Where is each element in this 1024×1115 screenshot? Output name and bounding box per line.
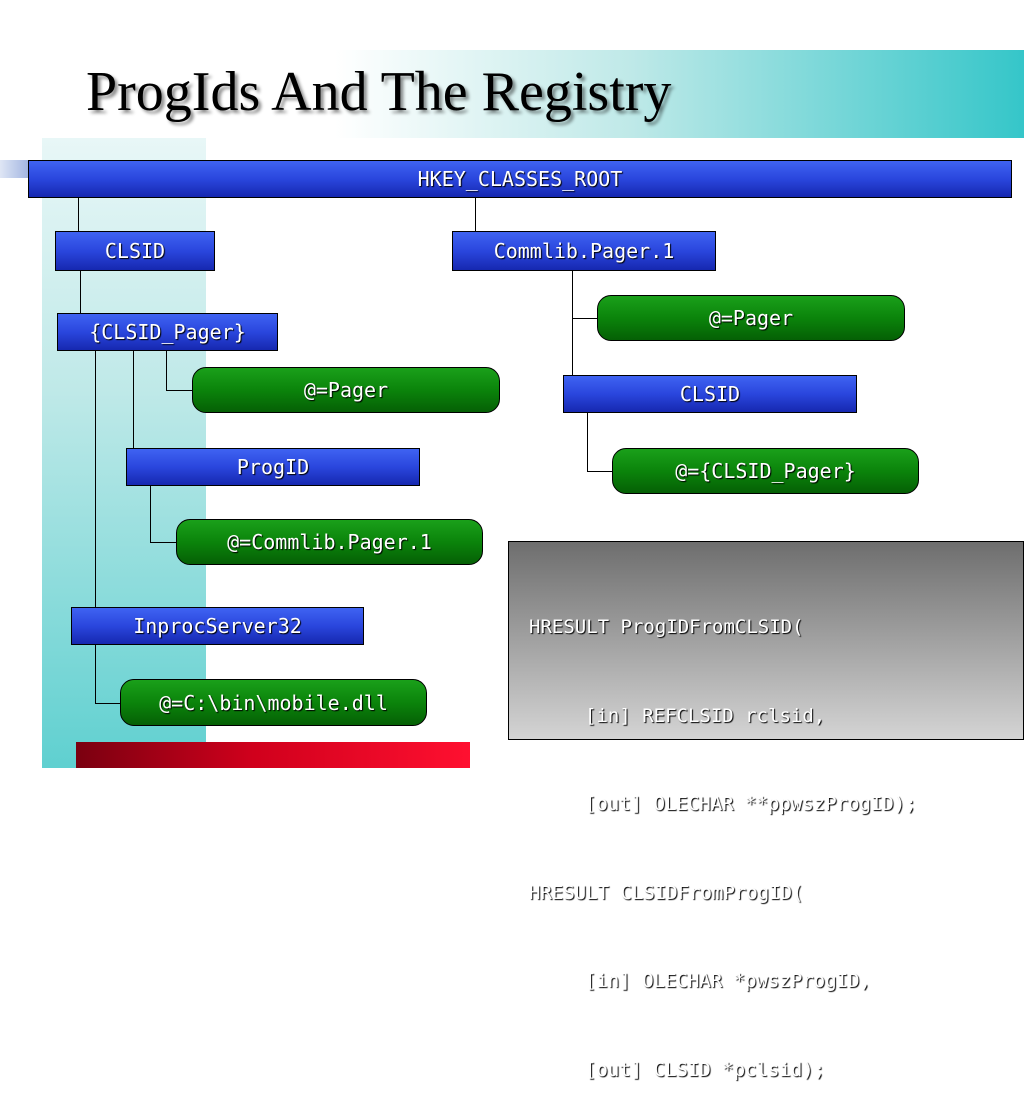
progid-default-value: @=Commlib.Pager.1 [176,519,483,565]
title-banner [40,50,1024,138]
inprocserver32-default-value: @=C:\bin\mobile.dll [120,679,427,726]
commlib-pager-default-value: @=Pager [597,295,905,341]
clsid-key: CLSID [55,231,215,271]
inprocserver32-key: InprocServer32 [71,607,364,645]
connector [95,645,96,703]
clsid-pager-default-value: @=Pager [192,367,500,413]
connector [475,198,476,231]
commlib-clsid-key: CLSID [563,375,857,413]
connector [95,350,96,607]
connector [80,270,81,313]
connector [587,471,612,472]
slide-title: ProgIds And The Registry [86,61,672,123]
connector [587,413,588,471]
connector [166,350,167,390]
clsid-pager-key: {CLSID_Pager} [57,313,278,351]
code-line: HRESULT CLSIDFromProgID( [529,881,804,904]
connector [150,486,151,542]
progid-key: ProgID [126,448,420,486]
connector [95,703,120,704]
connector [133,350,134,448]
connector [572,270,573,376]
code-line: [in] OLECHAR *pwszProgID, [585,970,871,992]
api-signature-box: HRESULT ProgIDFromCLSID( [in] REFCLSID r… [508,541,1024,1081]
connector [166,390,192,391]
code-line: HRESULT ProgIDFromCLSID( [529,616,804,638]
code-line: [in] REFCLSID rclsid, [585,704,826,727]
commlib-clsid-default-value: @={CLSID_Pager} [612,448,919,494]
code-line: [out] CLSID *pclsid); [585,1058,826,1081]
connector [150,542,176,543]
bottom-accent-bar [76,742,470,768]
code-line: [out] OLECHAR **ppwszProgID); [585,793,917,815]
connector [572,318,597,319]
connector [78,198,79,231]
registry-root-key: HKEY_CLASSES_ROOT [28,160,1012,198]
left-accent-tab [0,160,30,178]
commlib-pager-key: Commlib.Pager.1 [452,231,716,271]
